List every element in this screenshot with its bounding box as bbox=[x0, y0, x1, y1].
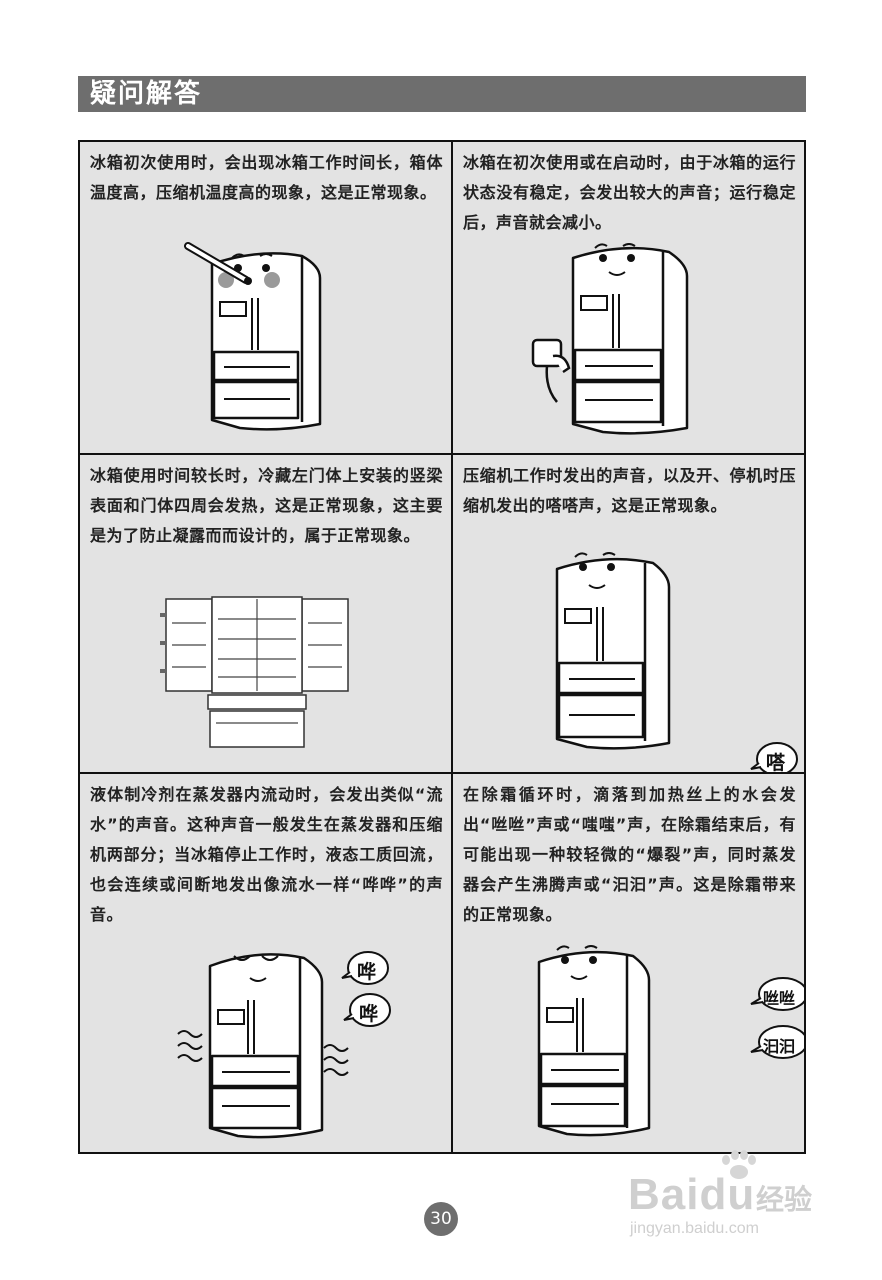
watermark-url: jingyan.baidu.com bbox=[630, 1220, 759, 1237]
speech-bubble bbox=[341, 951, 389, 985]
grid-divider-vertical bbox=[451, 142, 453, 1152]
sound-bubble-text: 哗 bbox=[359, 1003, 379, 1025]
section-title-bar: 疑问解答 bbox=[78, 76, 806, 112]
fridge-plug-illustration bbox=[531, 243, 689, 435]
speech-bubble bbox=[750, 742, 798, 772]
watermark-logo: Baidu bbox=[628, 1170, 756, 1219]
fridge-defrost-illustration bbox=[537, 945, 651, 1137]
open-fridge-illustration bbox=[160, 596, 349, 748]
sound-bubble-text: 汩汩 bbox=[763, 1037, 796, 1056]
fridge-flowing-illustration bbox=[177, 953, 349, 1139]
faq-cell-5: 液体制冷剂在蒸发器内流动时，会发出类似“流水”的声音。这种声音一般发生在蒸发器和… bbox=[80, 774, 451, 1152]
watermark: Baidu 经验 jingyan.baidu.com bbox=[628, 1150, 828, 1250]
sound-bubble-text: 嗒 bbox=[766, 752, 786, 772]
faq-cell-2: 冰箱在初次使用或在启动时，由于冰箱的运行状态没有稳定，会发出较大的声音；运行稳定… bbox=[453, 142, 804, 453]
faq-text: 在除霜循环时，滴落到加热丝上的水会发出“咝咝”声或“嗤嗤”声，在除霜结束后，有可… bbox=[463, 785, 796, 924]
sound-bubble-text: 咝咝 bbox=[763, 989, 796, 1008]
faq-text: 冰箱使用时间较长时，冷藏左门体上安装的竖梁表面和门体四周会发热，这是正常现象，这… bbox=[90, 466, 443, 545]
fridge-thermometer-illustration bbox=[184, 242, 322, 431]
page-title: 疑问解答 bbox=[90, 79, 203, 109]
sound-bubble-text: 哗 bbox=[357, 961, 377, 983]
faq-cell-1: 冰箱初次使用时，会出现冰箱工作时间长，箱体温度高，压缩机温度高的现象，这是正常现… bbox=[80, 142, 451, 453]
page-number: 30 bbox=[424, 1202, 458, 1236]
faq-text: 液体制冷剂在蒸发器内流动时，会发出类似“流水”的声音。这种声音一般发生在蒸发器和… bbox=[90, 785, 443, 924]
speech-bubble bbox=[750, 977, 804, 1011]
watermark-cn: 经验 bbox=[756, 1183, 813, 1216]
fridge-clicking-illustration bbox=[555, 552, 671, 750]
faq-text: 冰箱初次使用时，会出现冰箱工作时间长，箱体温度高，压缩机温度高的现象，这是正常现… bbox=[90, 153, 443, 202]
faq-text: 冰箱在初次使用或在启动时，由于冰箱的运行状态没有稳定，会发出较大的声音；运行稳定… bbox=[463, 153, 796, 232]
faq-cell-3: 冰箱使用时间较长时，冷藏左门体上安装的竖梁表面和门体四周会发热，这是正常现象，这… bbox=[80, 455, 451, 772]
faq-grid: 冰箱初次使用时，会出现冰箱工作时间长，箱体温度高，压缩机温度高的现象，这是正常现… bbox=[78, 140, 806, 1154]
grid-divider-horizontal bbox=[80, 453, 804, 455]
faq-cell-4: 压缩机工作时发出的声音，以及开、停机时压缩机发出的嗒嗒声，这是正常现象。 嗒 bbox=[453, 455, 804, 772]
faq-text: 压缩机工作时发出的声音，以及开、停机时压缩机发出的嗒嗒声，这是正常现象。 bbox=[463, 466, 796, 515]
speech-bubble bbox=[750, 1025, 804, 1059]
speech-bubble bbox=[343, 993, 391, 1027]
faq-cell-6: 在除霜循环时，滴落到加热丝上的水会发出“咝咝”声或“嗤嗤”声，在除霜结束后，有可… bbox=[453, 774, 804, 1152]
paw-icon bbox=[722, 1150, 756, 1179]
grid-divider-horizontal bbox=[80, 772, 804, 774]
